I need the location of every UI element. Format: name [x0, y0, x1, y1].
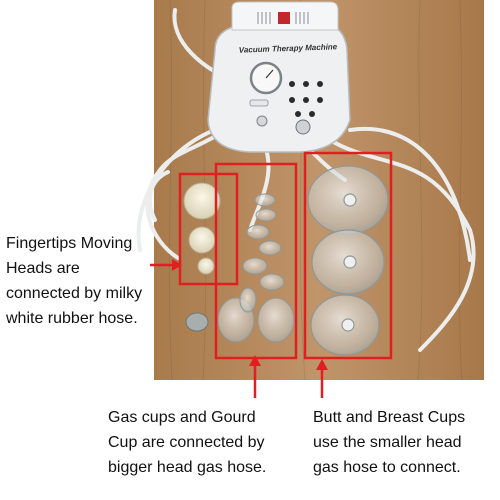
highlight-box-butt-breast	[303, 151, 393, 360]
gas-cups	[217, 193, 295, 343]
butt-breast-cups	[307, 165, 389, 356]
control-knob	[295, 119, 311, 135]
highlight-box-fingertips	[178, 172, 239, 286]
butt-breast-cups-annotation: Butt and Breast Cups use the smaller hea…	[313, 409, 466, 476]
annotation-arrows	[150, 259, 328, 398]
logo-badge	[278, 12, 290, 24]
fingertips-annotation: Fingertips Moving Heads are connected by…	[6, 235, 143, 327]
fingertip-heads	[183, 182, 221, 275]
gas-cups-annotation: Gas cups and Gourd Cup are connected by …	[108, 409, 267, 476]
vacuum-machine	[207, 1, 351, 153]
power-switch	[256, 115, 268, 127]
